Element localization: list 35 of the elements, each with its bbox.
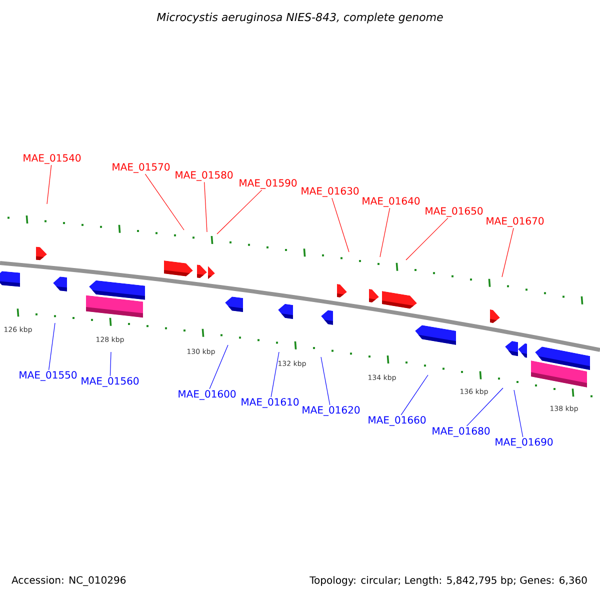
gene-label: MAE_01540 — [24, 154, 81, 164]
leader-line — [400, 374, 428, 416]
gene-label: MAE_01550 — [20, 371, 77, 381]
gene-label: MAE_01680 — [432, 427, 490, 437]
leader-line — [380, 208, 390, 258]
leader-line — [209, 344, 228, 390]
gene-label: MAE_01580 — [176, 171, 233, 181]
leader-line — [332, 198, 350, 252]
leader-line — [46, 164, 52, 204]
gene-label: MAE_01640 — [362, 197, 420, 207]
leader-line — [204, 182, 208, 232]
gene-label: MAE_01670 — [486, 217, 544, 227]
gene-label: MAE_01630 — [302, 187, 359, 197]
gene-label: MAE_01660 — [368, 416, 426, 426]
leader-line — [110, 352, 112, 376]
leader-line — [270, 352, 280, 398]
leader-line — [216, 190, 262, 234]
footer-text: Accession: NC_010296 — [12, 576, 126, 586]
leader-line — [466, 388, 504, 426]
gene-label: MAE_01600 — [178, 390, 236, 400]
gene-label: MAE_01690 — [496, 438, 553, 448]
leader-line — [406, 218, 448, 260]
title: Microcystis aeruginosa NIES-843, complete genome — [157, 12, 443, 24]
gene-label: MAE_01620 — [302, 406, 360, 416]
gene-label: MAE_01610 — [242, 398, 299, 408]
leader-line — [514, 390, 524, 438]
leader-line — [144, 174, 184, 230]
leader-line — [320, 356, 330, 406]
gene-label: MAE_01650 — [426, 207, 483, 217]
footer-text: Topology: circular; Length: 5,842,795 bp; Genes: 6,360 — [310, 576, 587, 586]
leader-line — [48, 322, 56, 370]
leader-line — [502, 228, 514, 278]
gene-label: MAE_01590 — [240, 179, 297, 189]
gene-label: MAE_01560 — [82, 377, 139, 387]
gene-label: MAE_01570 — [112, 163, 170, 173]
